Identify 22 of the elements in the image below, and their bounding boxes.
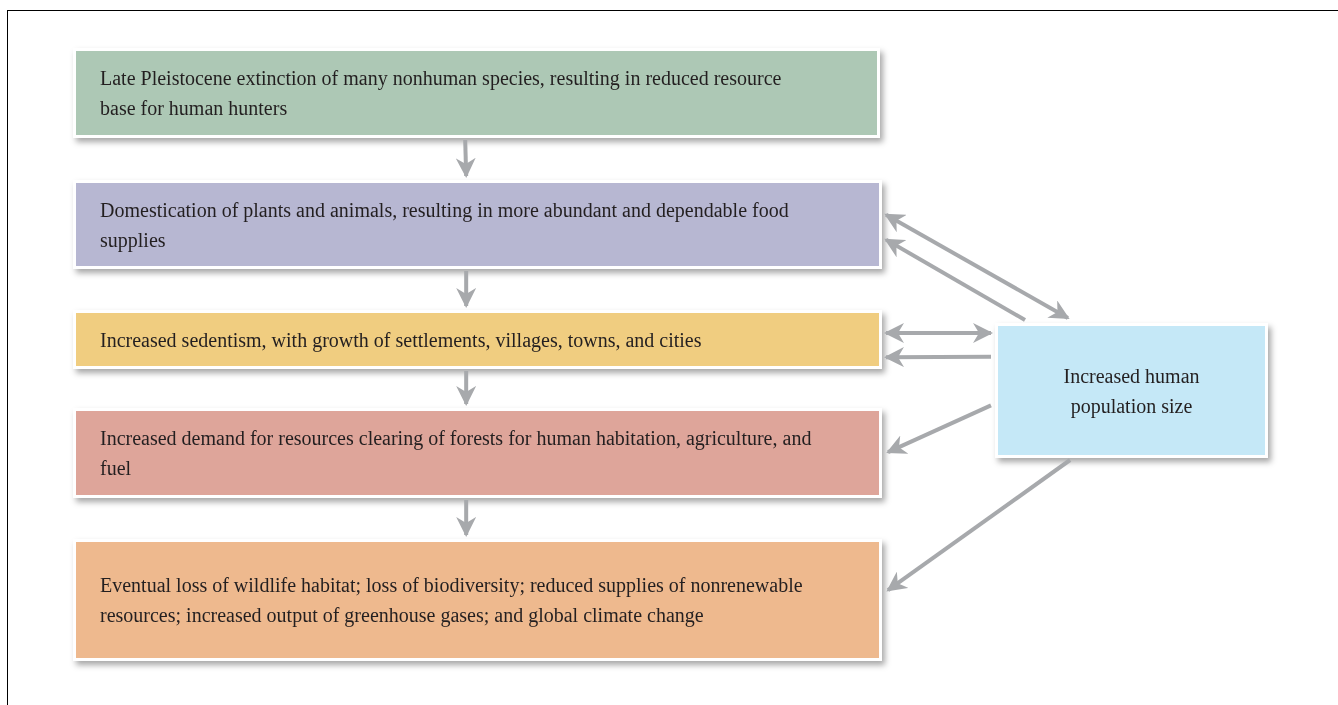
arrow [456, 271, 477, 308]
box-text: Increased demand for resources clearing of forests for human habitation, agriculture, and fuel [100, 426, 813, 481]
box-text: Increased human population size [1062, 363, 1201, 420]
process-box [995, 323, 1268, 458]
arrow [884, 347, 991, 368]
box-text: Eventual loss of wildlife habitat; loss of biodiversity; reduced supplies of nonrenewable resources; increased output of greenhouse gases; and global climate change [100, 573, 804, 629]
process-box [73, 48, 880, 138]
arrow [456, 500, 477, 537]
process-box [73, 539, 882, 661]
arrow [886, 458, 1072, 592]
process-box [73, 310, 882, 369]
box-text: Domestication of plants and animals, resulting in more abundant and dependable food supplies [100, 197, 790, 254]
arrow [884, 237, 1027, 322]
arrow [886, 403, 992, 454]
arrow [456, 371, 477, 406]
process-box [73, 408, 882, 498]
box-text: Late Pleistocene extinction of many nonhuman species, resulting in reduced resource base for human hunters [100, 66, 783, 121]
arrow [884, 212, 1070, 320]
process-box [73, 180, 882, 269]
arrow [455, 139, 476, 178]
box-text: Increased sedentism, with growth of settlements, villages, towns, and cities [100, 327, 702, 354]
arrow [884, 323, 993, 343]
